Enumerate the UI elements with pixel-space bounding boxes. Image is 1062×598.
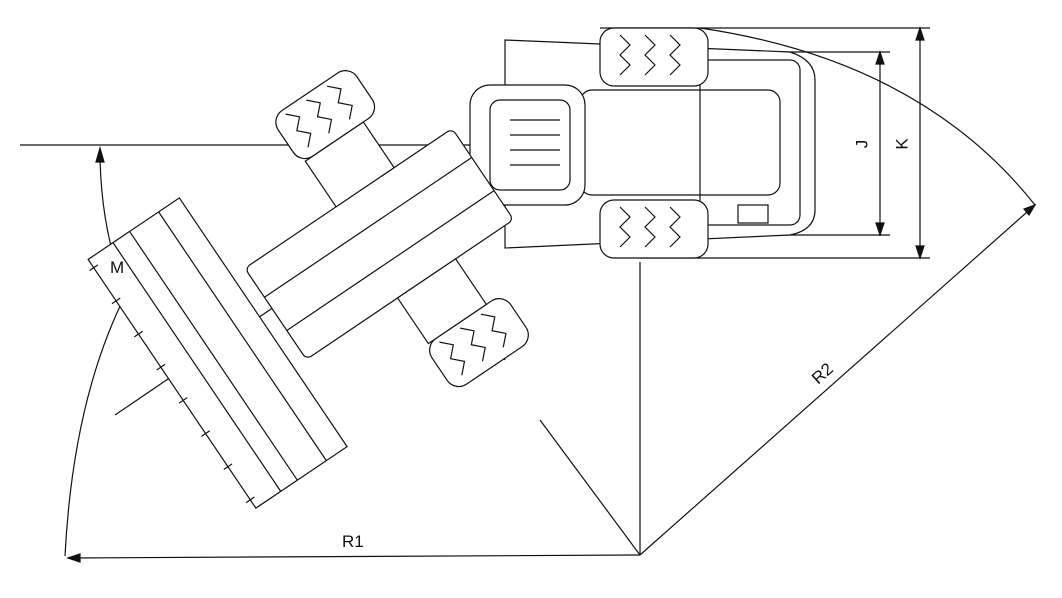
k-label: K (892, 138, 912, 150)
rear-frame (469, 39, 816, 249)
bucket (87, 197, 348, 509)
front-axis-line (539, 419, 641, 556)
angle-m-label: M (110, 258, 125, 277)
r2-arc (699, 27, 1036, 206)
rear-wheels (599, 27, 709, 259)
r2-arrowhead (1022, 203, 1037, 217)
r1-label: R1 (342, 532, 364, 551)
m-arrowhead-top (95, 145, 105, 163)
r2-dimension-line (639, 204, 1036, 556)
j-label: J (852, 139, 872, 149)
r1-arrowhead (66, 553, 81, 563)
front-frame-with-bucket (87, 70, 529, 509)
r1-dimension-line (67, 554, 641, 559)
